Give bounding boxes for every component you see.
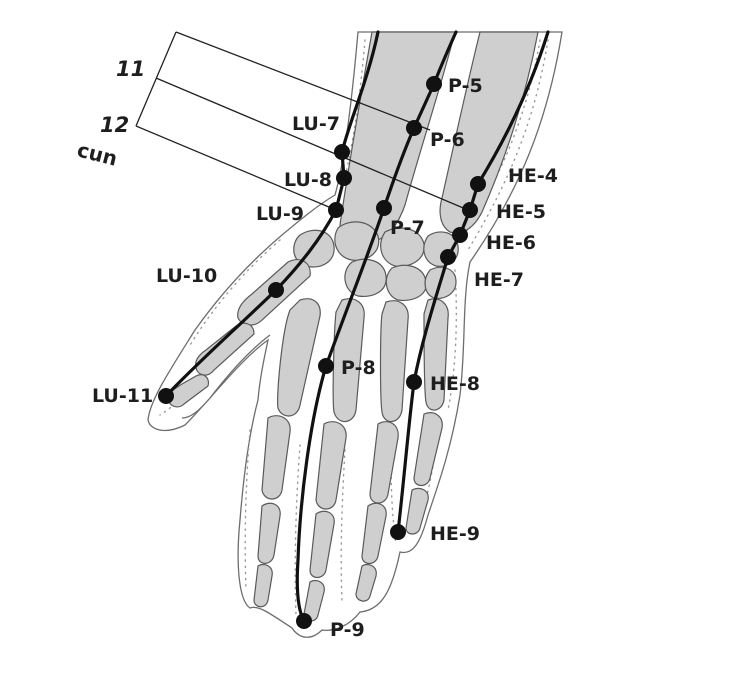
label-lu7: LU-7 (292, 113, 340, 135)
label-lu9: LU-9 (256, 203, 304, 225)
ring-proximal (369, 421, 399, 504)
point-he8-dot[interactable] (406, 374, 422, 390)
ulna-bone (439, 31, 539, 234)
label-p7: P-7 (390, 217, 425, 239)
label-p8: P-8 (341, 357, 376, 379)
lung-meridian (164, 30, 380, 398)
point-lu11-dot[interactable] (158, 388, 174, 404)
metacarpal-index (277, 298, 321, 417)
stipple-8 (294, 444, 301, 616)
bones (167, 31, 539, 622)
ring-distal (355, 563, 377, 602)
point-lu10-dot[interactable] (268, 282, 284, 298)
point-lu8-dot[interactable] (336, 170, 352, 186)
label-lu10: LU-10 (156, 265, 217, 287)
stipple-1 (467, 39, 549, 251)
label-he9: HE-9 (430, 523, 480, 545)
label-he4: HE-4 (508, 165, 558, 187)
label-he7: HE-7 (474, 269, 524, 291)
label-lu8: LU-8 (284, 169, 332, 191)
point-p8-dot[interactable] (318, 358, 334, 374)
index-middle (257, 502, 281, 564)
stipple-5 (189, 239, 281, 346)
label-he5: HE-5 (496, 201, 546, 223)
point-p7-dot[interactable] (376, 200, 392, 216)
point-lu7-dot[interactable] (334, 144, 350, 160)
scale-line-11 (175, 31, 431, 131)
point-he6-dot[interactable] (452, 227, 468, 243)
point-lu9-dot[interactable] (328, 202, 344, 218)
point-he7-dot[interactable] (440, 249, 456, 265)
label-p6: P-6 (430, 129, 465, 151)
point-p6-dot[interactable] (406, 120, 422, 136)
scale-line-12 (135, 125, 337, 211)
index-distal (253, 563, 273, 608)
carpal-4 (344, 258, 387, 297)
meridians (164, 30, 550, 623)
thumb-edge (181, 334, 271, 419)
metacarpal-little (423, 298, 449, 411)
middle-proximal (315, 421, 347, 510)
index-proximal (261, 415, 291, 500)
ring-middle (361, 502, 387, 565)
scale-line-mid (155, 77, 469, 211)
point-he5-dot[interactable] (462, 202, 478, 218)
label-he6: HE-6 (486, 232, 536, 254)
point-p5-dot[interactable] (426, 76, 442, 92)
carpal-5 (385, 264, 427, 301)
label-lu11: LU-11 (92, 385, 153, 407)
stipple-3 (447, 269, 457, 411)
pericardium-meridian (295, 30, 458, 623)
carpal-2 (380, 227, 425, 267)
label-p5: P-5 (448, 75, 483, 97)
label-p9: P-9 (330, 619, 365, 641)
point-he4-dot[interactable] (470, 176, 486, 192)
point-labels: P-5 P-6 P-7 P-8 P-9 LU-7 LU-8 LU-9 LU-10… (92, 75, 558, 641)
heart-meridian (396, 30, 550, 534)
label-he8: HE-8 (430, 373, 480, 395)
little-proximal (413, 412, 443, 487)
little-middle (405, 487, 429, 535)
middle-middle (309, 510, 335, 579)
scale-unit: cun (75, 138, 120, 171)
scale-bracket (135, 31, 177, 127)
point-p9-dot[interactable] (296, 613, 312, 629)
scale-mark-11: 11 (116, 57, 145, 81)
point-he9-dot[interactable] (390, 524, 406, 540)
metacarpal-ring (379, 300, 409, 423)
acupoints (158, 76, 486, 629)
scale-mark-12: 12 (100, 113, 129, 137)
